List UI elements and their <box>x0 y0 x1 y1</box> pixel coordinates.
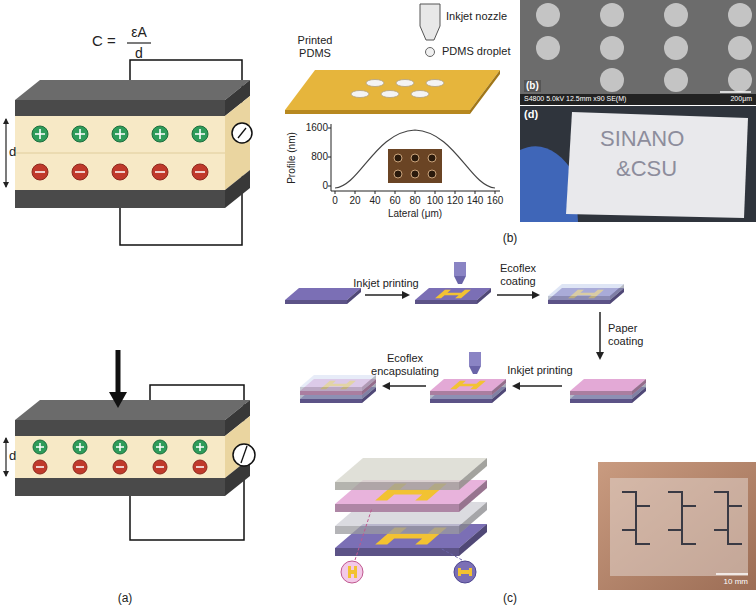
fabrication-steps <box>285 262 646 403</box>
axis-tick: 80 <box>409 195 420 207</box>
axis-tick: 20 <box>349 195 360 207</box>
step-label: Inkjet printing <box>353 277 418 290</box>
axis-title: Profile (nm) <box>286 132 298 184</box>
axis-tick: 1600 <box>306 122 328 134</box>
formula-text: d <box>135 45 143 61</box>
axis-tick: 800 <box>311 151 328 163</box>
profile-plot <box>328 124 500 194</box>
capacitor-relaxed <box>6 60 252 245</box>
dimension-label: d <box>9 449 16 464</box>
skin-photo <box>598 462 756 590</box>
axis-tick: 120 <box>447 195 464 207</box>
formula-text: C = <box>92 32 116 49</box>
printed-text: SINANO <box>600 126 684 151</box>
part-label: Printed PDMS <box>284 34 346 59</box>
formula-text: εA <box>131 24 147 40</box>
axis-tick: 0 <box>332 195 338 207</box>
image-caption: S4800 5.0kV 12.5mm x90 SE(M) <box>524 95 626 103</box>
panel-label: (a) <box>118 592 133 606</box>
image-label: (b) <box>524 80 541 92</box>
axis-tick: 160 <box>487 195 504 207</box>
step-label: Inkjet printing <box>507 364 572 377</box>
axis-tick: 140 <box>467 195 484 207</box>
scale-bar-label: 10 mm <box>724 577 748 586</box>
image-label: (d) <box>524 108 538 121</box>
panel-label: (c) <box>503 592 517 606</box>
sem-image <box>520 0 756 105</box>
fraction-bar <box>127 42 151 43</box>
scale-bar-label: 200μm <box>730 95 752 103</box>
axis-tick: 100 <box>427 195 444 207</box>
axis-tick: 40 <box>369 195 380 207</box>
axis-tick: 0 <box>322 180 328 192</box>
step-label: Ecoflex encapsulating <box>367 352 443 377</box>
axis-title: Lateral (μm) <box>388 208 442 220</box>
exploded-view <box>335 458 487 583</box>
part-label: PDMS droplet <box>442 45 510 58</box>
part-label: Inkjet nozzle <box>446 10 507 23</box>
panel-label: (b) <box>503 232 518 246</box>
step-label: Ecoflex coating <box>492 262 544 287</box>
printed-text: &CSU <box>616 156 677 181</box>
paper-photo <box>520 106 756 222</box>
dimension-label: d <box>9 145 16 160</box>
capacitor-pressed <box>6 350 255 540</box>
step-label: Paper coating <box>608 322 660 347</box>
axis-tick: 60 <box>389 195 400 207</box>
